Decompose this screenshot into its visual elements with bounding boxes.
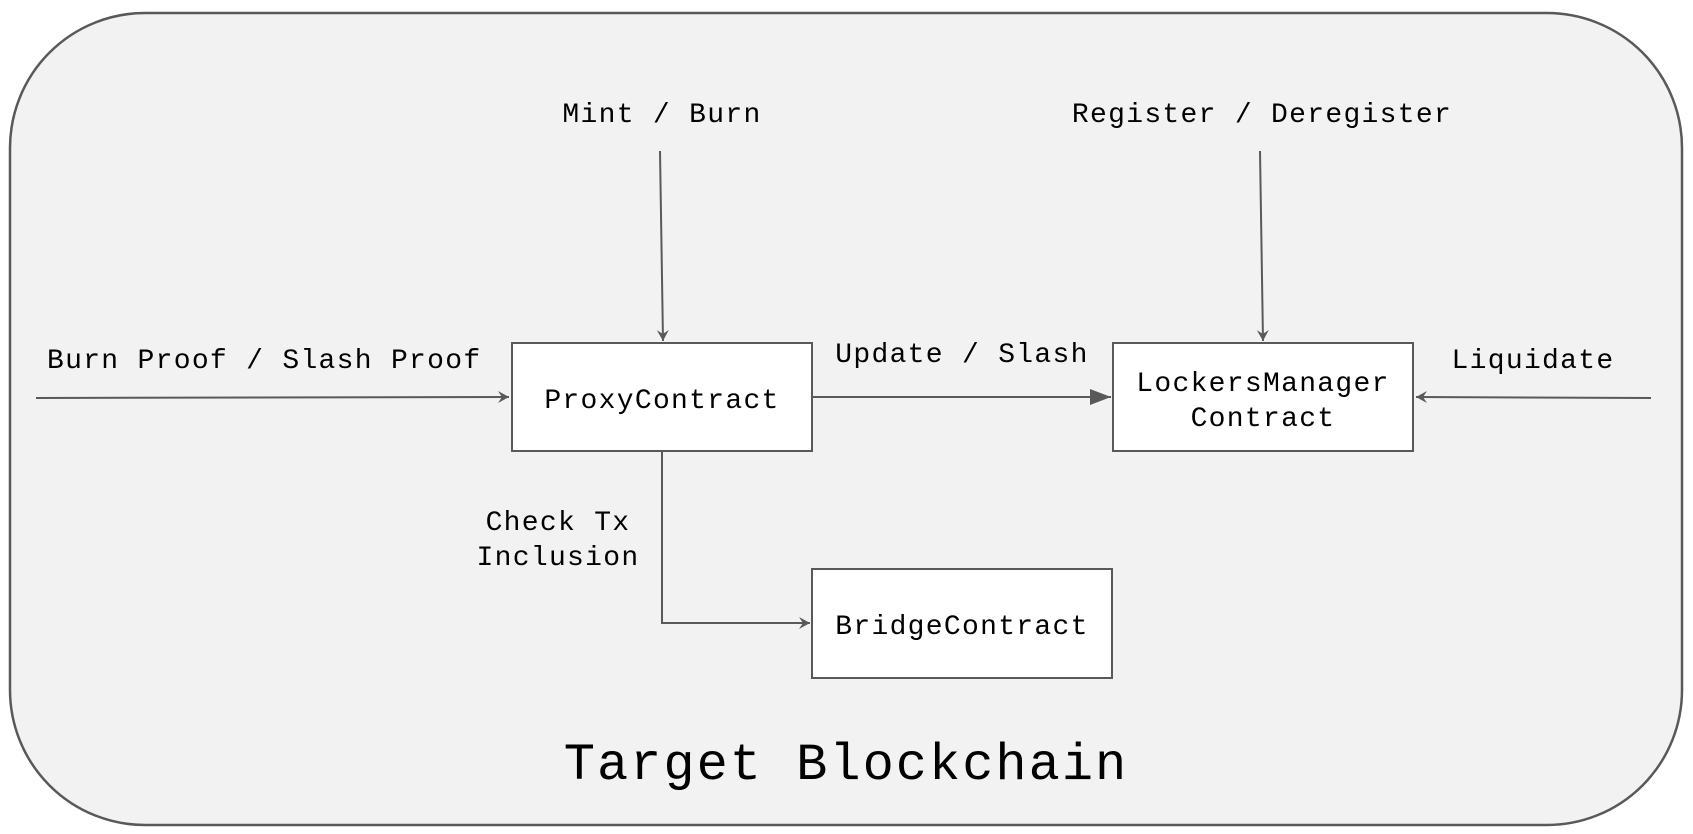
lockers-manager-label-line1: LockersManager bbox=[1136, 369, 1389, 400]
proxy-contract-label: ProxyContract bbox=[544, 386, 779, 417]
edge-mint-burn-arrow bbox=[656, 150, 669, 342]
edge-burn-proof-arrow bbox=[35, 391, 510, 404]
burn-proof-slash-proof-label: Burn Proof / Slash Proof bbox=[47, 346, 481, 377]
liquidate-label: Liquidate bbox=[1452, 346, 1615, 377]
check-tx-inclusion-label-line1: Check Tx bbox=[486, 508, 631, 539]
edge-register-arrow bbox=[1256, 150, 1269, 342]
diagram-title: Target Blockchain bbox=[564, 736, 1129, 795]
bridge-contract-label: BridgeContract bbox=[835, 612, 1088, 643]
proxy-contract-box bbox=[511, 342, 813, 452]
update-slash-label: Update / Slash bbox=[835, 340, 1088, 371]
register-deregister-label: Register / Deregister bbox=[1072, 100, 1452, 131]
check-tx-inclusion-label-line2: Inclusion bbox=[477, 543, 640, 574]
lockers-manager-contract-box bbox=[1112, 342, 1414, 452]
lockers-manager-label-line2: Contract bbox=[1191, 404, 1336, 435]
edge-check-tx-arrow bbox=[661, 451, 810, 629]
target-blockchain-container bbox=[8, 11, 1684, 827]
edge-liquidate-arrow bbox=[1415, 391, 1652, 404]
bridge-contract-box bbox=[811, 568, 1113, 679]
mint-burn-label: Mint / Burn bbox=[562, 100, 761, 131]
